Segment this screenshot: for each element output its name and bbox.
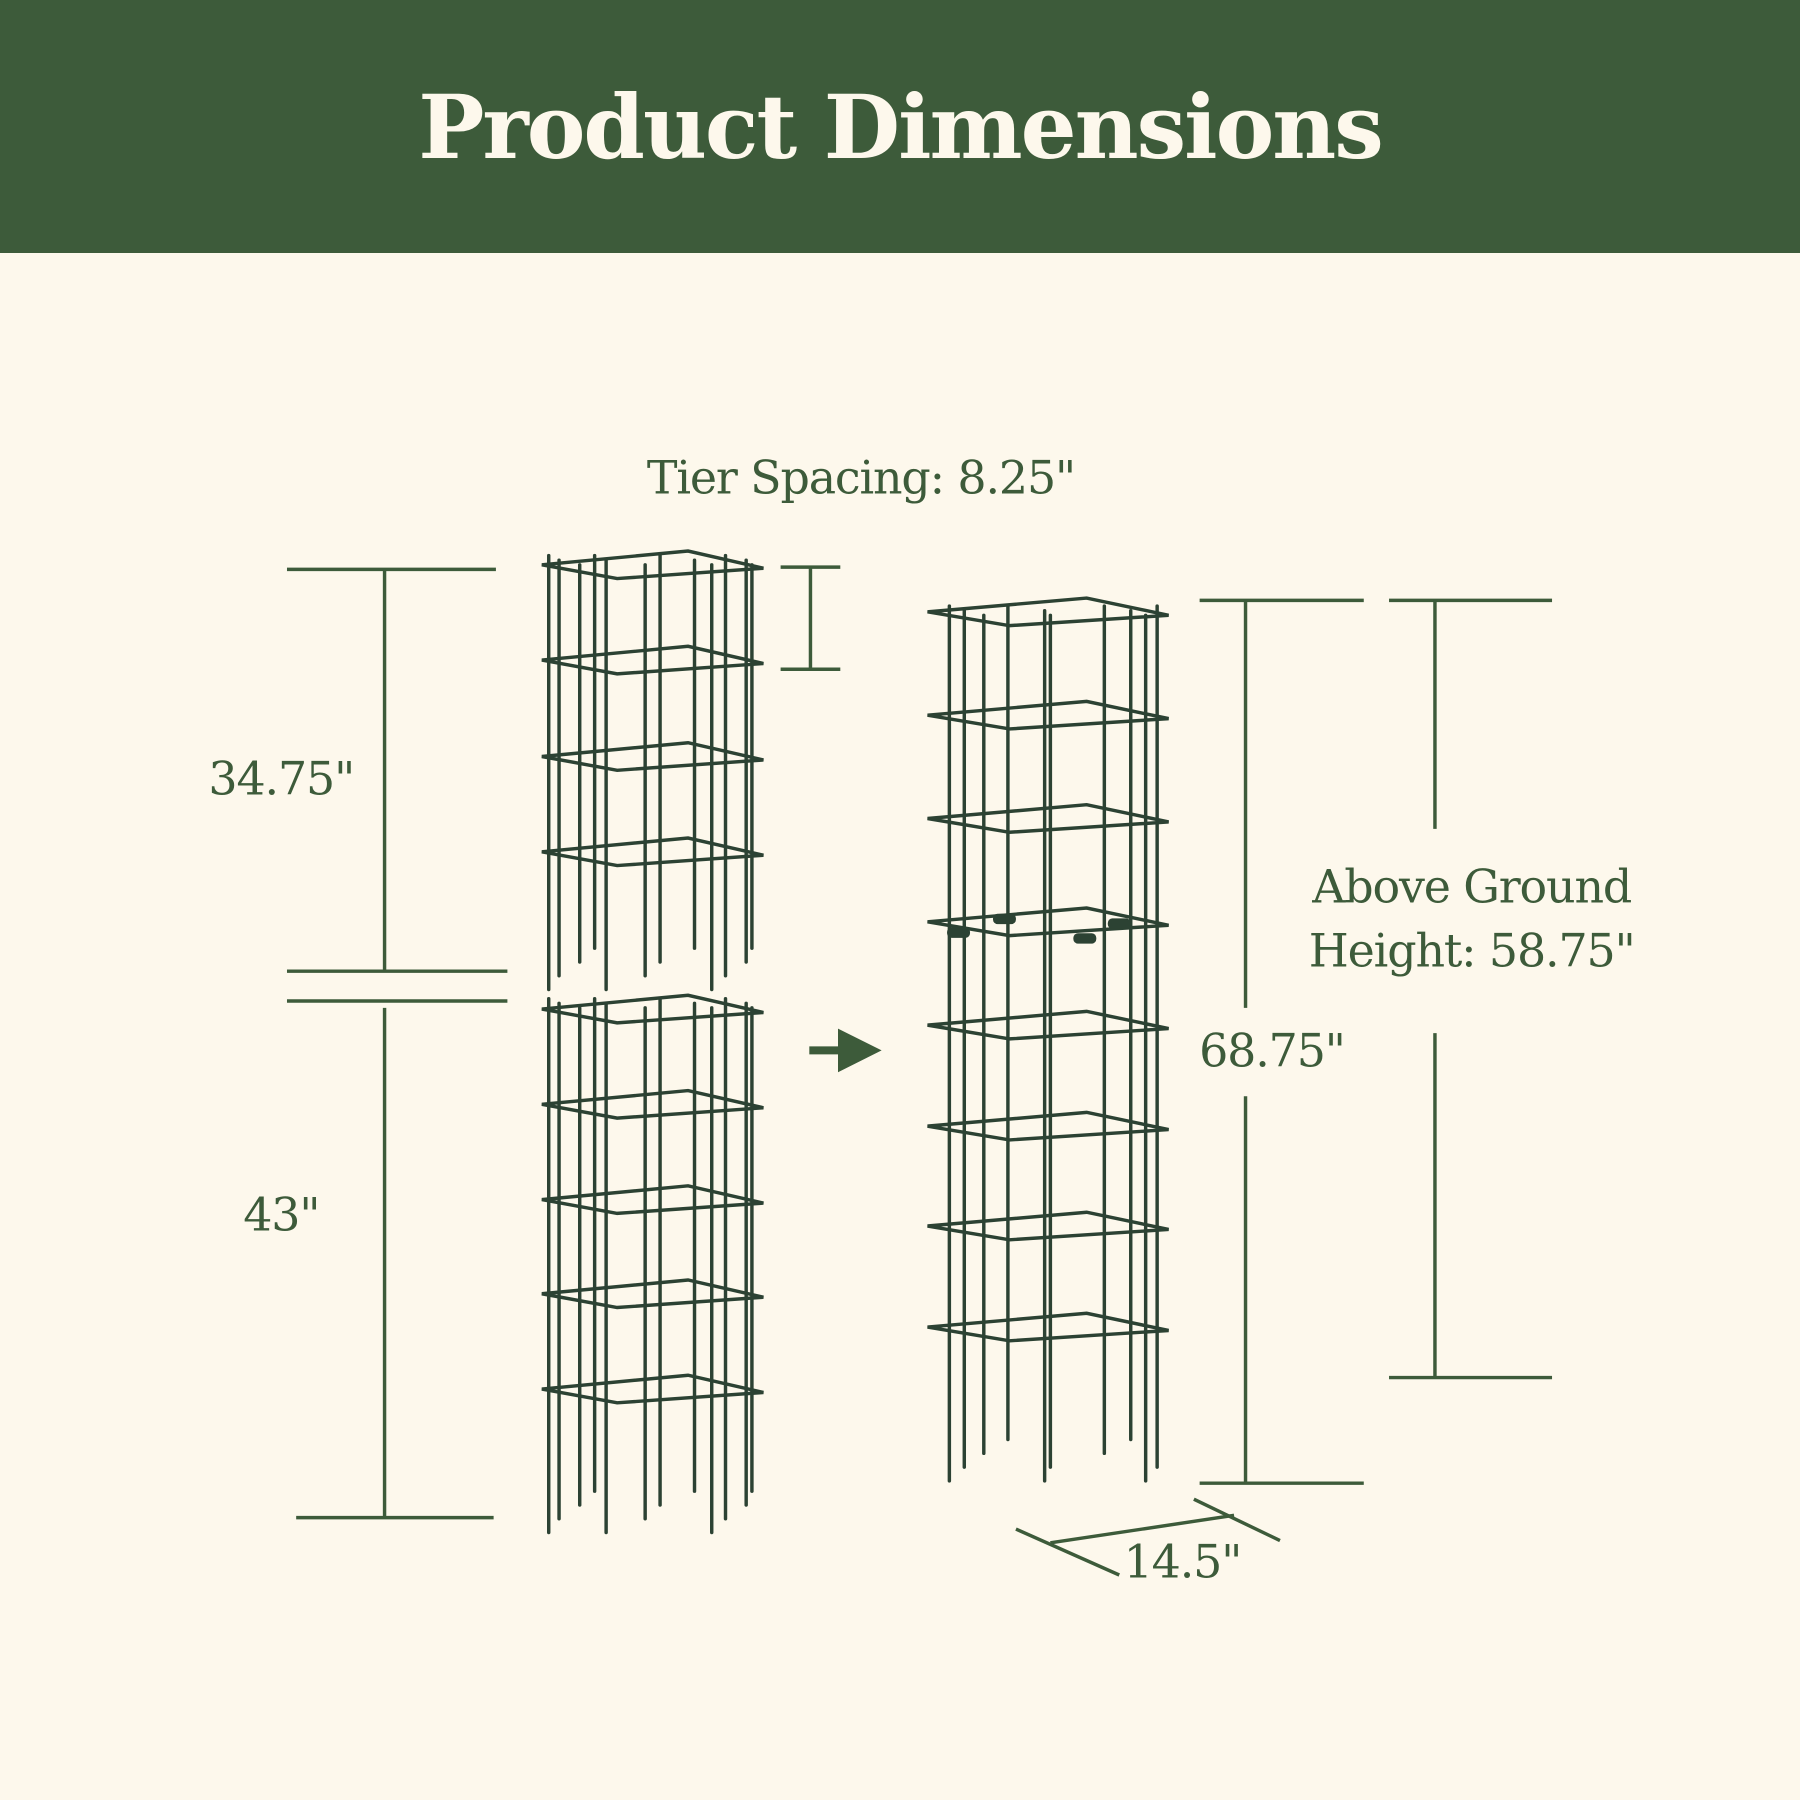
cage-connector-clip — [992, 913, 1016, 925]
total-height-label: 68.75" — [1199, 1023, 1345, 1077]
page-title: Product Dimensions — [418, 74, 1384, 179]
above-ground-label-line1: Above Ground — [1311, 859, 1632, 913]
total-height-dimension — [1199, 598, 1364, 1485]
cage-connector-clip — [1107, 918, 1131, 929]
cage-tier-ring — [927, 802, 1169, 835]
cage-tier-ring — [541, 644, 764, 676]
assembled-cage — [927, 596, 1169, 1483]
assembly-arrow-icon — [809, 1028, 882, 1073]
cage-tier-ring — [927, 1009, 1169, 1041]
cage-tier-ring — [927, 1210, 1169, 1242]
cage-tier-ring — [541, 549, 764, 581]
cage-tier-ring — [541, 1184, 764, 1216]
cage-tier-ring — [927, 1110, 1169, 1142]
cage-connector-clip — [947, 927, 971, 938]
lower-height-label: 43" — [243, 1188, 319, 1242]
upper-height-dimension — [286, 567, 508, 973]
upper-height-label: 34.75" — [208, 751, 354, 805]
upper-cage-section — [541, 549, 764, 992]
width-dimension — [1015, 1497, 1281, 1577]
cage-tier-ring — [927, 596, 1169, 628]
lower-height-dimension — [286, 999, 508, 1520]
cage-tier-ring — [541, 740, 764, 773]
cage-tier-ring — [541, 993, 764, 1025]
cage-tier-ring — [541, 1278, 764, 1310]
header-banner: Product Dimensions — [0, 0, 1800, 253]
lower-cage-section — [541, 993, 764, 1535]
cage-tier-ring — [541, 836, 764, 868]
cage-tier-ring — [541, 1088, 764, 1120]
above-ground-dimension — [1389, 598, 1553, 1380]
cage-tier-ring — [927, 906, 1169, 938]
cage-illustrations — [541, 549, 1169, 1535]
cage-tier-ring — [927, 1311, 1169, 1343]
width-label: 14.5" — [1124, 1534, 1242, 1588]
tier-spacing-label: Tier Spacing: 8.25" — [647, 451, 1075, 505]
tier-spacing-bracket — [780, 565, 841, 671]
cage-tier-ring — [541, 1373, 764, 1405]
cage-connector-clip — [1073, 933, 1097, 944]
above-ground-label-line2: Height: 58.75" — [1309, 924, 1635, 978]
cage-tier-ring — [927, 699, 1169, 731]
